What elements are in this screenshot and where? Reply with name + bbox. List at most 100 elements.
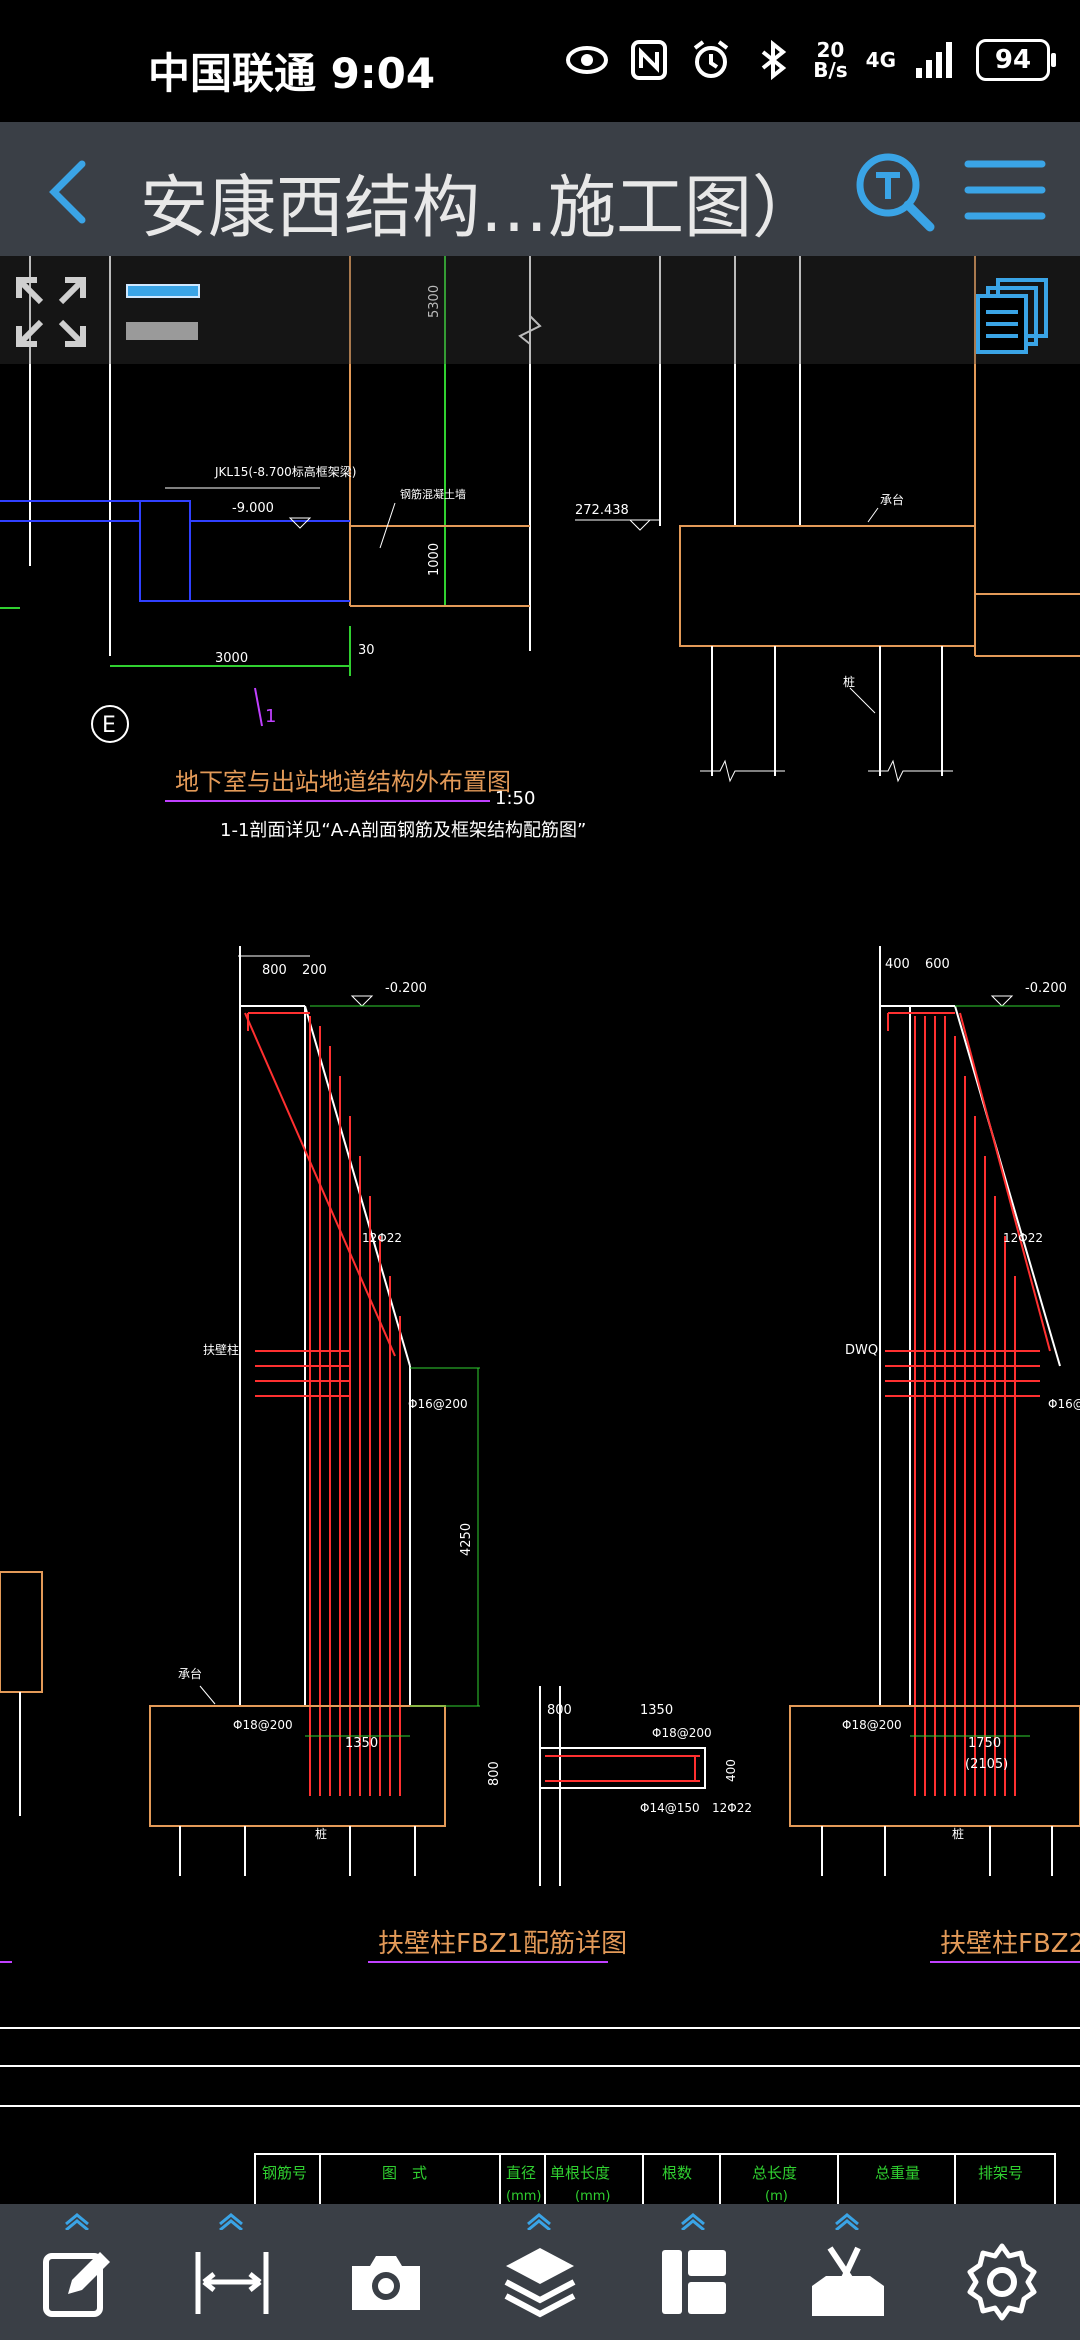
rebar-12c22: 12Φ22 bbox=[362, 1231, 402, 1245]
expand-up-icon[interactable] bbox=[524, 2212, 554, 2230]
dim-800: 800 bbox=[262, 963, 287, 978]
table-header-7: 排架号 bbox=[978, 2164, 1023, 2182]
net-speed-value: 20 bbox=[816, 38, 845, 62]
status-bar: 中国联通 9:04 20 B/s 4G 94 bbox=[0, 0, 1080, 122]
expand-up-icon[interactable] bbox=[62, 2212, 92, 2230]
fullscreen-icon[interactable] bbox=[15, 276, 87, 348]
text-search-icon[interactable] bbox=[850, 147, 940, 237]
plan-view-fragment: JKL15(-8.700标高框架梁) -9.000 钢筋混凝土墙 5300 10… bbox=[0, 256, 542, 743]
elev-272: 272.438 bbox=[575, 503, 629, 518]
layers-button[interactable] bbox=[480, 2204, 600, 2340]
table-unit-2: (mm) bbox=[506, 2189, 541, 2204]
detail-rebar-14c150: Φ14@150 bbox=[640, 1801, 700, 1815]
toolbox-icon bbox=[812, 2246, 884, 2316]
label-pile2: 桩 bbox=[315, 1826, 327, 1841]
section-note: 1-1剖面详见“A-A剖面钢筋及框架结构配筋图” bbox=[220, 820, 586, 841]
detail-rebar-18c200: Φ18@200 bbox=[652, 1726, 712, 1740]
rebar-12c22b: 12Φ22 bbox=[1003, 1231, 1043, 1245]
layers-icon bbox=[504, 2248, 576, 2318]
elev-neg9000: -9.000 bbox=[232, 501, 274, 516]
measure-button[interactable] bbox=[172, 2204, 292, 2340]
table-header-0: 钢筋号 bbox=[262, 2164, 307, 2182]
layouts-icon[interactable] bbox=[976, 276, 1050, 356]
expand-up-icon[interactable] bbox=[678, 2212, 708, 2230]
dim-3000: 3000 bbox=[215, 651, 248, 666]
dim-4250: 4250 bbox=[459, 1523, 474, 1556]
title-fbz2: 扶壁柱FBZ2(F bbox=[940, 1929, 1080, 1959]
eye-icon bbox=[566, 46, 609, 74]
dim-5300: 5300 bbox=[427, 285, 442, 318]
detail-rebar-12c22: 12Φ22 bbox=[712, 1801, 752, 1815]
label-pile3: 桩 bbox=[952, 1826, 964, 1841]
measure-icon bbox=[195, 2252, 269, 2314]
fbz1-detail: 800 200 -0.200 12Φ22 Φ16@200 扶壁柱 4250 承台… bbox=[149, 946, 502, 1876]
title-fbz1: 扶壁柱FBZ1配筋详图 bbox=[378, 1929, 627, 1959]
table-header-4: 根数 bbox=[662, 2164, 692, 2182]
detail-dim-800: 800 bbox=[547, 1703, 572, 1718]
back-icon[interactable] bbox=[30, 152, 110, 232]
section-view-fragment: 272.438 承台 桩 bbox=[575, 256, 1080, 783]
network-type: 4G bbox=[865, 48, 896, 72]
battery-indicator: 94 bbox=[976, 39, 1056, 81]
label-dwq: DWQ bbox=[845, 1343, 878, 1358]
net-speed-unit: B/s bbox=[813, 58, 848, 82]
expand-up-icon[interactable] bbox=[216, 2212, 246, 2230]
annotate-button[interactable] bbox=[18, 2204, 138, 2340]
line-style-selected[interactable] bbox=[126, 284, 200, 298]
elev-neg200b: -0.200 bbox=[1025, 981, 1067, 996]
expand-up-icon[interactable] bbox=[832, 2212, 862, 2230]
menu-icon[interactable] bbox=[960, 150, 1050, 230]
cad-drawing-canvas[interactable]: JKL15(-8.700标高框架梁) -9.000 钢筋混凝土墙 5300 10… bbox=[0, 256, 1080, 2204]
layout-icon bbox=[662, 2250, 726, 2314]
table-unit-5: (m) bbox=[765, 2189, 788, 2204]
elev-neg200: -0.200 bbox=[385, 981, 427, 996]
detail-dim-1350: 1350 bbox=[640, 1703, 673, 1718]
dim-2105: (2105) bbox=[965, 1757, 1008, 1772]
table-header-5: 总长度 bbox=[752, 2164, 797, 2182]
camera-icon bbox=[352, 2256, 420, 2310]
beam-detail: 800 1350 Φ18@200 400 Φ14@150 12Φ22 bbox=[539, 1686, 752, 1886]
label-wall: 扶壁柱 bbox=[203, 1342, 239, 1357]
carrier-time: 中国联通 9:04 bbox=[148, 49, 436, 98]
table-header-3: 单根长度 bbox=[550, 2164, 610, 2182]
edit-icon bbox=[43, 2252, 110, 2317]
screenshot-button[interactable] bbox=[326, 2204, 446, 2340]
alarm-icon bbox=[694, 40, 729, 78]
bottom-toolbar bbox=[0, 2204, 1080, 2340]
signal-icon bbox=[916, 42, 952, 78]
fbz2-detail: 400 600 -0.200 12Φ22 DWQ Φ16@200 Φ18@200… bbox=[789, 946, 1080, 1876]
layout-button[interactable] bbox=[634, 2204, 754, 2340]
nfc-icon bbox=[631, 40, 668, 80]
axis-e: E bbox=[102, 713, 116, 738]
label-jkl: JKL15(-8.700标高框架梁) bbox=[214, 464, 356, 479]
label-pile: 桩 bbox=[843, 674, 855, 689]
dim-1750: 1750 bbox=[968, 1736, 1001, 1751]
detail-dim-400: 400 bbox=[724, 1759, 738, 1782]
table-header-6: 总重量 bbox=[875, 2164, 920, 2182]
label-cap: 承台 bbox=[880, 492, 904, 507]
rebar-table: 钢筋号 图 式 直径 单根长度 根数 总长度 总重量 排架号 (mm) (mm)… bbox=[254, 2153, 1056, 2204]
dim-30: 30 bbox=[358, 643, 375, 658]
dim-600: 600 bbox=[925, 957, 950, 972]
settings-button[interactable] bbox=[942, 2204, 1062, 2340]
table-unit-3: (mm) bbox=[575, 2189, 610, 2204]
rebar-18c200: Φ18@200 bbox=[233, 1718, 293, 1732]
rebar-18c200b: Φ18@200 bbox=[842, 1718, 902, 1732]
net-speed: 20 B/s bbox=[813, 40, 847, 80]
table-header-1: 图 式 bbox=[382, 2164, 427, 2182]
dim-800v: 800 bbox=[487, 1761, 502, 1786]
page-title: 安康西结构…施工图） bbox=[140, 169, 821, 248]
line-style-option[interactable] bbox=[126, 322, 198, 340]
tools-button[interactable] bbox=[788, 2204, 908, 2340]
status-icons: 20 B/s 4G 94 bbox=[565, 38, 1056, 82]
title-bar: 安康西结构…施工图） bbox=[0, 122, 1080, 256]
label-cap2: 承台 bbox=[178, 1666, 202, 1681]
axis-1: 1 bbox=[265, 706, 276, 727]
drawing-toolbar bbox=[0, 256, 1080, 364]
bluetooth-icon bbox=[761, 39, 787, 81]
settings-icon bbox=[967, 2243, 1037, 2321]
plan-scale: 1:50 bbox=[495, 788, 535, 809]
dim-400: 400 bbox=[885, 957, 910, 972]
plan-title: 地下室与出站地道结构外布置图 bbox=[175, 768, 511, 796]
dim-1350: 1350 bbox=[345, 1736, 378, 1751]
